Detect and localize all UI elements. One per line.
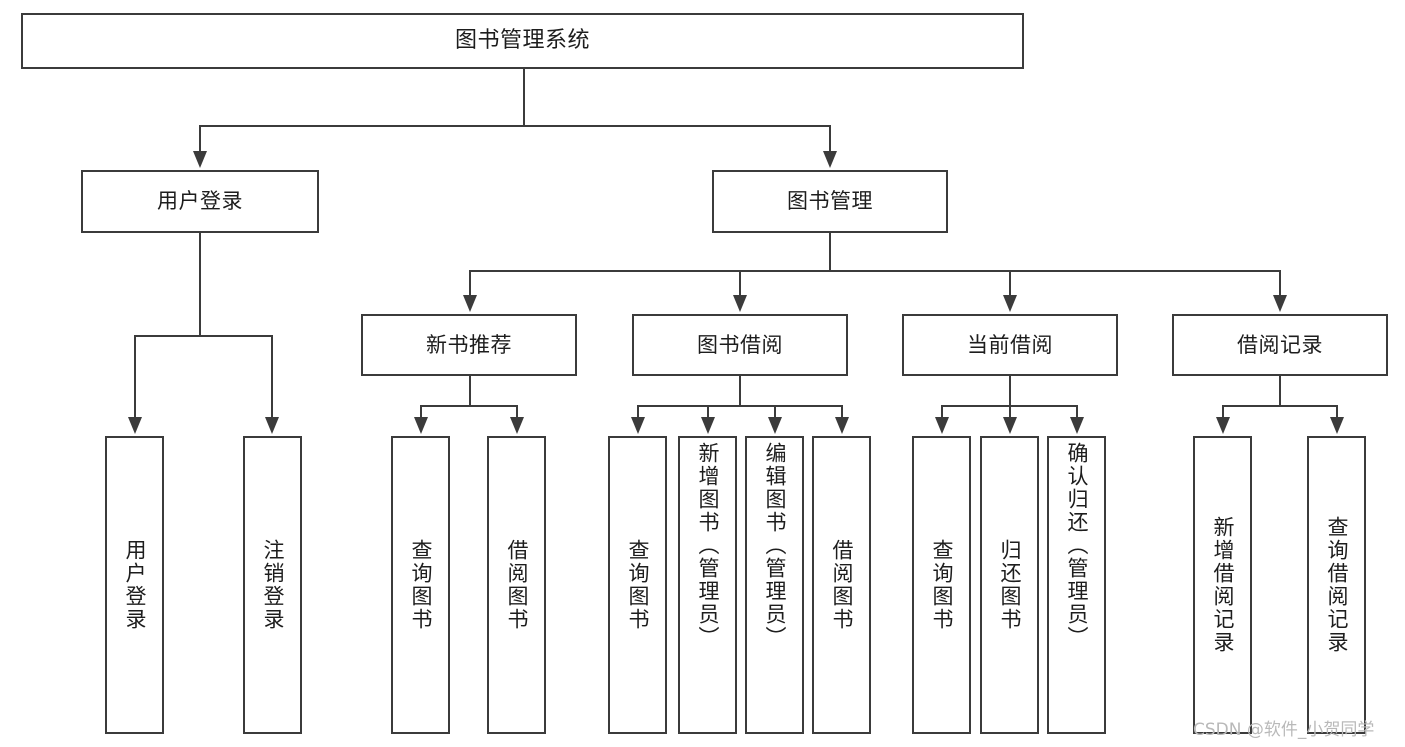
arrowhead-bb-leaf-2 (701, 417, 715, 434)
leaf-cb-return-book[interactable]: 归还图书 (980, 436, 1039, 734)
arrowhead-leaf-user-login (128, 417, 142, 434)
connector-user-login-bus (134, 335, 272, 337)
connector-current-borrow-stem (1009, 376, 1011, 405)
connector-level3-bus (469, 270, 1281, 272)
node-label: 图书管理 (787, 189, 873, 214)
arrowhead-book-management (823, 151, 837, 168)
node-label: 新书推荐 (426, 332, 512, 357)
connector-new-book-bus (420, 405, 518, 407)
leaf-label: 归还图书 (998, 539, 1022, 631)
leaf-cb-confirm-return-admin[interactable]: 确认归还（管理员） (1047, 436, 1106, 734)
arrowhead-br-leaf-1 (1216, 417, 1230, 434)
node-label: 用户登录 (157, 189, 243, 214)
leaf-label: 查询借阅记录 (1325, 516, 1349, 654)
arrowhead-borrow-record (1273, 295, 1287, 312)
node-borrow-record[interactable]: 借阅记录 (1172, 314, 1388, 376)
connector-bb-child-4 (841, 405, 843, 419)
connector-book-borrow-stem (739, 376, 741, 405)
leaf-user-login[interactable]: 用户登录 (105, 436, 164, 734)
node-book-management[interactable]: 图书管理 (712, 170, 948, 233)
connector-bb-child-1 (637, 405, 639, 419)
arrowhead-cb-leaf-1 (935, 417, 949, 434)
arrowhead-bb-leaf-3 (768, 417, 782, 434)
connector-to-book-borrow (739, 270, 741, 297)
connector-root-stem (523, 69, 525, 125)
leaf-nb-borrow-book[interactable]: 借阅图书 (487, 436, 546, 734)
leaf-br-add-record[interactable]: 新增借阅记录 (1193, 436, 1252, 734)
node-user-login[interactable]: 用户登录 (81, 170, 319, 233)
leaf-label: 确认归还（管理员） (1065, 442, 1089, 649)
arrowhead-book-borrow (733, 295, 747, 312)
arrowhead-current-borrow (1003, 295, 1017, 312)
connector-br-child-2 (1336, 405, 1338, 419)
node-new-book-recommend[interactable]: 新书推荐 (361, 314, 577, 376)
arrowhead-nb-leaf-2 (510, 417, 524, 434)
arrowhead-leaf-logout (265, 417, 279, 434)
connector-cb-child-1 (941, 405, 943, 419)
connector-cb-child-2 (1009, 405, 1011, 419)
leaf-bb-borrow-book[interactable]: 借阅图书 (812, 436, 871, 734)
connector-user-login-child-1 (134, 335, 136, 419)
leaf-cb-query-book[interactable]: 查询图书 (912, 436, 971, 734)
connector-borrow-record-bus (1222, 405, 1337, 407)
connector-borrow-record-stem (1279, 376, 1281, 405)
leaf-br-query-record[interactable]: 查询借阅记录 (1307, 436, 1366, 734)
leaf-label: 用户登录 (123, 539, 147, 631)
arrowhead-nb-leaf-1 (414, 417, 428, 434)
leaf-label: 新增图书（管理员） (696, 442, 720, 649)
leaf-label: 借阅图书 (505, 539, 529, 631)
leaf-label: 注销登录 (261, 539, 285, 631)
leaf-nb-query-book[interactable]: 查询图书 (391, 436, 450, 734)
leaf-bb-edit-book-admin[interactable]: 编辑图书（管理员） (745, 436, 804, 734)
connector-new-book-stem (469, 376, 471, 405)
arrowhead-cb-leaf-2 (1003, 417, 1017, 434)
connector-user-login-child-2 (271, 335, 273, 419)
connector-bb-child-3 (774, 405, 776, 419)
connector-to-borrow-record (1279, 270, 1281, 297)
arrowhead-new-book (463, 295, 477, 312)
connector-user-login-stem (199, 233, 201, 335)
connector-new-book-child-2 (516, 405, 518, 419)
leaf-label: 查询图书 (409, 539, 433, 631)
leaf-bb-add-book-admin[interactable]: 新增图书（管理员） (678, 436, 737, 734)
connector-book-borrow-bus (637, 405, 842, 407)
connector-to-book-management (829, 125, 831, 153)
arrowhead-bb-leaf-4 (835, 417, 849, 434)
leaf-label: 编辑图书（管理员） (763, 442, 787, 649)
node-label: 借阅记录 (1237, 332, 1323, 357)
leaf-label: 查询图书 (930, 539, 954, 631)
connector-cb-child-3 (1076, 405, 1078, 419)
connector-level2-bus (199, 125, 831, 127)
node-root-book-management-system[interactable]: 图书管理系统 (21, 13, 1024, 69)
leaf-label: 查询图书 (626, 539, 650, 631)
node-current-borrow[interactable]: 当前借阅 (902, 314, 1118, 376)
connector-book-management-stem (829, 233, 831, 270)
node-label: 图书借阅 (697, 332, 783, 357)
connector-new-book-child-1 (420, 405, 422, 419)
arrowhead-user-login (193, 151, 207, 168)
connector-to-new-book (469, 270, 471, 297)
arrowhead-bb-leaf-1 (631, 417, 645, 434)
node-label: 图书管理系统 (454, 28, 590, 54)
connector-br-child-1 (1222, 405, 1224, 419)
connector-to-user-login (199, 125, 201, 153)
arrowhead-br-leaf-2 (1330, 417, 1344, 434)
leaf-label: 新增借阅记录 (1211, 516, 1235, 654)
node-book-borrow[interactable]: 图书借阅 (632, 314, 848, 376)
leaf-label: 借阅图书 (830, 539, 854, 631)
connector-to-current-borrow (1009, 270, 1011, 297)
node-label: 当前借阅 (967, 332, 1053, 357)
connector-bb-child-2 (707, 405, 709, 419)
leaf-bb-query-book[interactable]: 查询图书 (608, 436, 667, 734)
leaf-logout[interactable]: 注销登录 (243, 436, 302, 734)
arrowhead-cb-leaf-3 (1070, 417, 1084, 434)
